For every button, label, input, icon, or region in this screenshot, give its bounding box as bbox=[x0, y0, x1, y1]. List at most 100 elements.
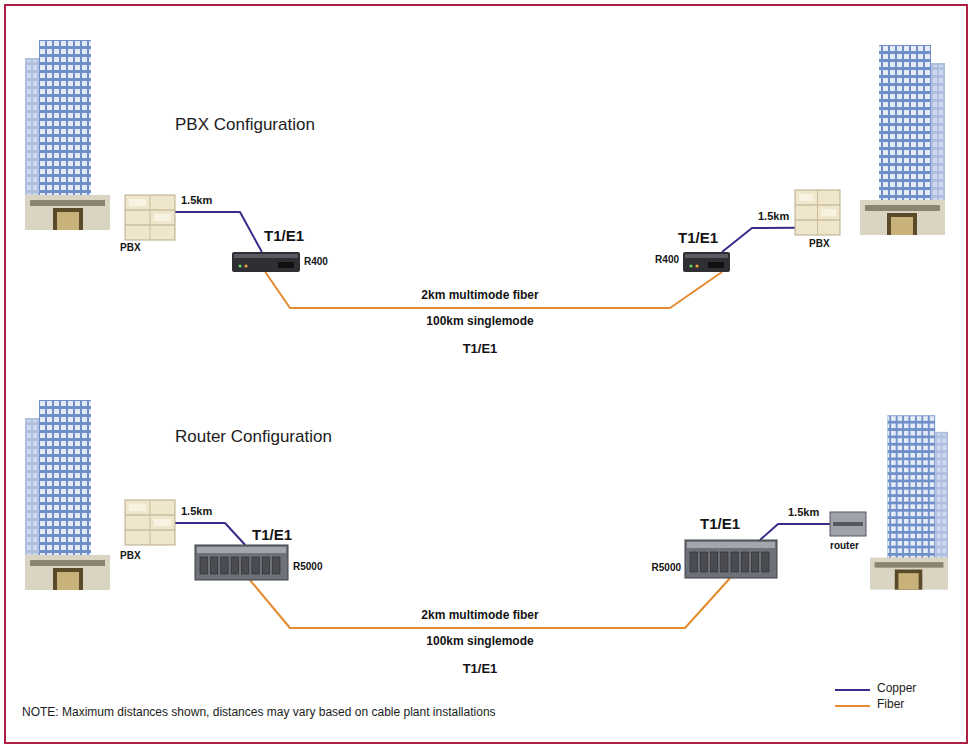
r5000-chassis bbox=[685, 540, 777, 578]
section-heading: Router Configuration bbox=[175, 427, 332, 447]
status-led bbox=[689, 264, 692, 267]
legend-text: Copper bbox=[877, 682, 916, 696]
r400-icon bbox=[232, 252, 300, 272]
pbx-device: PBX bbox=[125, 195, 175, 240]
router-icon bbox=[830, 512, 866, 536]
device-label: R5000 bbox=[652, 562, 681, 574]
pbx-body bbox=[795, 190, 840, 235]
r400-icon bbox=[683, 252, 730, 272]
r5000-card bbox=[741, 552, 748, 572]
pbx-icon bbox=[125, 500, 175, 545]
r5000-device: R5000 bbox=[685, 540, 777, 578]
pbx-panel bbox=[154, 214, 171, 221]
port bbox=[278, 262, 294, 268]
router-body bbox=[830, 512, 866, 536]
interface-label: T1/E1 bbox=[463, 342, 498, 357]
r400-top bbox=[234, 254, 298, 258]
r400-top bbox=[685, 254, 728, 258]
fiber-link bbox=[265, 272, 722, 308]
r5000-card bbox=[231, 557, 238, 574]
r400-body bbox=[232, 252, 300, 272]
r5000-card bbox=[273, 557, 280, 574]
pbx-device: PBX bbox=[795, 190, 840, 235]
status-led bbox=[695, 264, 698, 267]
pbx-divider bbox=[150, 195, 151, 240]
status-led bbox=[238, 264, 241, 267]
fiber-link bbox=[250, 578, 730, 628]
pbx-panel bbox=[129, 199, 146, 206]
pbx-body bbox=[125, 195, 175, 240]
device-label: R400 bbox=[655, 254, 679, 266]
fiber-label: 2km multimode fiber bbox=[419, 289, 540, 303]
router-ports bbox=[833, 522, 863, 526]
distance-label: 1.5km bbox=[757, 210, 790, 223]
building bbox=[25, 40, 110, 230]
pbx-divider bbox=[150, 500, 151, 545]
device-label: R400 bbox=[304, 256, 328, 268]
fiber-label: 2km multimode fiber bbox=[419, 609, 540, 623]
copper-link bbox=[175, 523, 245, 545]
note-text: NOTE: Maximum distances shown, distances… bbox=[22, 706, 496, 720]
r5000-device: R5000 bbox=[195, 545, 288, 580]
r400-device: R400 bbox=[232, 252, 300, 272]
r5000-card bbox=[242, 557, 249, 574]
distance-label: 1.5km bbox=[787, 506, 820, 519]
r5000-card bbox=[762, 552, 769, 572]
device-label: PBX bbox=[120, 242, 141, 254]
frame-border bbox=[5, 5, 967, 743]
r5000-top bbox=[197, 547, 286, 553]
copper-link bbox=[175, 212, 262, 252]
r5000-card bbox=[262, 557, 269, 574]
copper-link bbox=[760, 524, 830, 540]
building bbox=[870, 415, 948, 589]
r5000-card bbox=[731, 552, 738, 572]
legend-text: Fiber bbox=[877, 698, 904, 712]
r5000-top bbox=[687, 542, 775, 548]
r400-body bbox=[683, 252, 730, 272]
legend-fiber-line bbox=[835, 705, 870, 707]
distance-label: 1.5km bbox=[180, 194, 213, 207]
device-label: PBX bbox=[809, 238, 830, 250]
interface-label: T1/E1 bbox=[264, 227, 304, 244]
device-label: R5000 bbox=[293, 561, 322, 573]
r5000-icon bbox=[685, 540, 777, 578]
r5000-card bbox=[700, 552, 707, 572]
fiber-label: 100km singlemode bbox=[424, 635, 535, 649]
pbx-icon bbox=[795, 190, 840, 235]
fiber-label: 100km singlemode bbox=[424, 315, 535, 329]
r400-device: R400 bbox=[683, 252, 730, 272]
device-label: router bbox=[830, 540, 859, 552]
pbx-body bbox=[125, 500, 175, 545]
pbx-device: PBX bbox=[125, 500, 175, 545]
r5000-card bbox=[221, 557, 228, 574]
distance-label: 1.5km bbox=[180, 505, 213, 518]
section-heading: PBX Configuration bbox=[175, 115, 315, 135]
pbx-panel bbox=[154, 519, 171, 526]
building bbox=[860, 45, 945, 235]
r5000-card bbox=[711, 552, 718, 572]
r5000-card bbox=[752, 552, 759, 572]
building bbox=[25, 400, 110, 590]
device-label: PBX bbox=[120, 550, 141, 562]
r5000-card bbox=[721, 552, 728, 572]
interface-label: T1/E1 bbox=[700, 515, 740, 532]
pbx-panel bbox=[129, 504, 146, 511]
status-led bbox=[244, 264, 247, 267]
port bbox=[708, 262, 724, 268]
pbx-panel bbox=[822, 209, 837, 216]
r5000-card bbox=[690, 552, 697, 572]
r5000-chassis bbox=[195, 545, 288, 580]
pbx-icon bbox=[125, 195, 175, 240]
r5000-card bbox=[210, 557, 217, 574]
pbx-panel bbox=[799, 194, 814, 201]
r5000-card bbox=[252, 557, 259, 574]
pbx-divider bbox=[817, 190, 818, 235]
interface-label: T1/E1 bbox=[463, 662, 498, 677]
interface-label: T1/E1 bbox=[678, 229, 718, 246]
r5000-icon bbox=[195, 545, 288, 580]
router-device: router bbox=[830, 512, 866, 536]
interface-label: T1/E1 bbox=[252, 526, 292, 543]
legend-copper-line bbox=[835, 689, 870, 691]
r5000-card bbox=[200, 557, 207, 574]
